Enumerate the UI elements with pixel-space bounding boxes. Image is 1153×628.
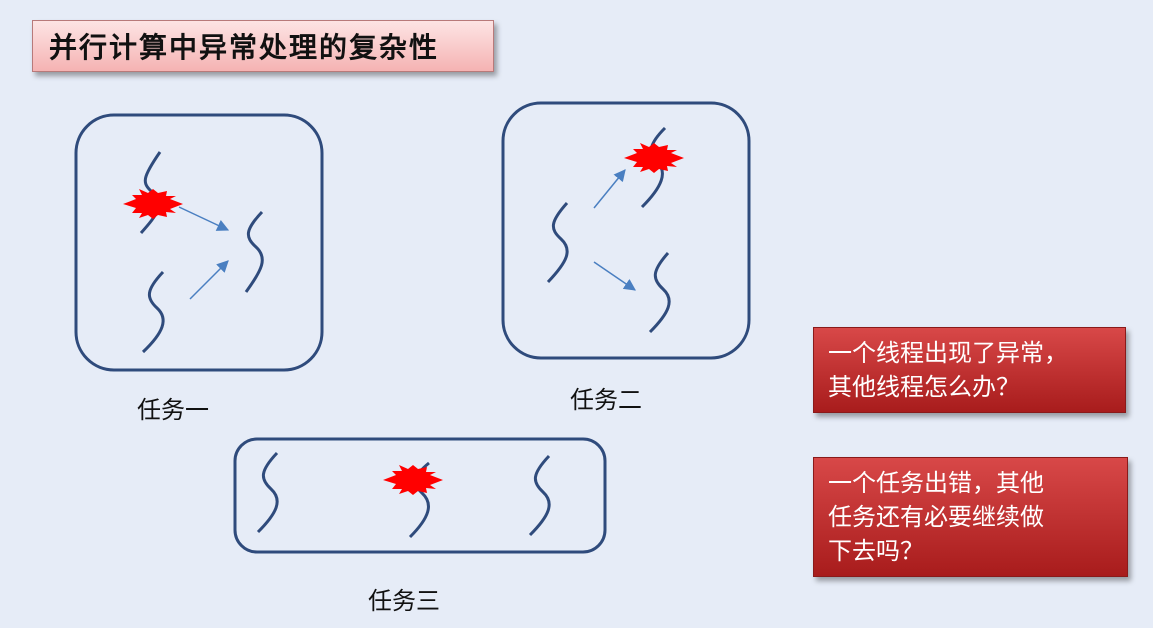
task-box-3 <box>233 437 607 554</box>
thread-wave-icon <box>244 210 264 293</box>
callout-line: 任务还有必要继续做 <box>828 503 1044 531</box>
thread-wave-icon <box>546 202 569 284</box>
task-label-3: 任务三 <box>368 587 440 615</box>
page-title: 并行计算中异常处理的复杂性 <box>32 20 494 72</box>
task-label-2: 任务二 <box>570 386 642 414</box>
arrow-icon <box>178 206 230 231</box>
thread-wave-icon <box>141 270 165 354</box>
thread-wave-icon <box>648 252 671 334</box>
thread-wave-icon <box>256 451 279 534</box>
arrow-icon <box>593 261 636 291</box>
arrow-icon <box>593 169 626 209</box>
explosion-icon <box>123 189 183 219</box>
callout-line: 其他线程怎么办？ <box>828 373 1020 401</box>
thread-wave-icon <box>528 454 551 537</box>
task-box-2 <box>501 101 751 360</box>
arrow-icon <box>189 260 229 300</box>
callout-line: 一个任务出错，其他 <box>828 469 1044 497</box>
task-label-1: 任务一 <box>137 396 209 424</box>
explosion-icon <box>383 465 443 495</box>
callout-thread-exception: 一个线程出现了异常， 其他线程怎么办？ <box>813 327 1126 413</box>
callout-task-error: 一个任务出错，其他 任务还有必要继续做 下去吗？ <box>813 457 1128 577</box>
task-box-1 <box>74 113 324 372</box>
callout-line: 下去吗？ <box>828 537 924 565</box>
explosion-icon <box>624 143 684 173</box>
callout-line: 一个线程出现了异常， <box>828 339 1068 367</box>
